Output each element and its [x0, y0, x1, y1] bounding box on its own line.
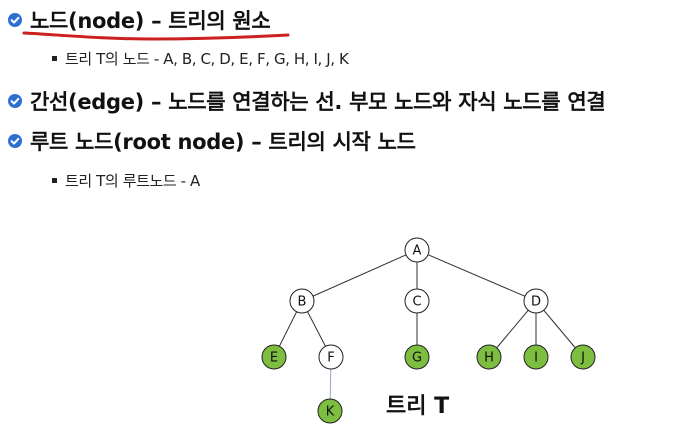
tree-edge-a-d: [416, 249, 537, 302]
check-circle-icon: [8, 134, 22, 148]
sub-bullet-root-node: 트리 T의 루트노드 - A: [52, 170, 200, 191]
red-underline-mark: [22, 31, 290, 41]
tree-node-i: I: [523, 344, 549, 370]
tree-node-label: A: [413, 244, 422, 259]
bullet-root-text: 루트 노드(root node) – 트리의 시작 노드: [30, 130, 416, 154]
tree-node-circle: [476, 344, 502, 370]
tree-node-label: H: [484, 351, 494, 366]
check-circle-icon: [8, 13, 22, 27]
tree-node-j: J: [570, 344, 596, 370]
bullet-edge-definition: 간선(edge) – 노드를 연결하는 선. 부모 노드와 자식 노드를 연결: [8, 86, 606, 116]
tree-node-h: H: [476, 344, 502, 370]
tree-node-circle: [570, 344, 596, 370]
tree-node-circle: [289, 288, 315, 314]
tree-node-g: G: [404, 344, 430, 370]
tree-node-k: K: [317, 398, 343, 424]
tree-node-label: D: [531, 295, 541, 310]
tree-node-label: B: [298, 295, 307, 310]
tree-node-e: E: [261, 344, 287, 370]
tree-node-circle: [404, 344, 430, 370]
tree-node-circle: [261, 344, 287, 370]
tree-node-f: F: [318, 344, 344, 370]
tree-node-circle: [404, 237, 430, 263]
tree-node-circle: [318, 344, 344, 370]
tree-node-circle: [523, 344, 549, 370]
bullet-node-definition: 노드(node) – 트리의 원소: [8, 5, 271, 35]
tree-node-label: I: [534, 351, 538, 366]
tree-node-b: B: [289, 288, 315, 314]
tree-node-c: C: [404, 288, 430, 314]
bullet-root-definition: 루트 노드(root node) – 트리의 시작 노드: [8, 126, 416, 156]
tree-node-label: E: [270, 351, 278, 366]
sub-bullet-nodes-text: 트리 T의 노드 - A, B, C, D, E, F, G, H, I, J,…: [65, 50, 349, 68]
square-bullet-icon: [52, 178, 57, 183]
tree-node-circle: [317, 398, 343, 424]
tree-edge-a-b: [301, 249, 418, 302]
tree-node-label: G: [412, 351, 422, 366]
tree-node-circle: [523, 288, 549, 314]
square-bullet-icon: [52, 56, 57, 61]
tree-node-label: C: [412, 295, 421, 310]
tree-node-circle: [404, 288, 430, 314]
bullet-edge-text: 간선(edge) – 노드를 연결하는 선. 부모 노드와 자식 노드를 연결: [30, 90, 606, 114]
sub-bullet-root-text: 트리 T의 루트노드 - A: [65, 172, 200, 190]
tree-node-a: A: [404, 237, 430, 263]
sub-bullet-tree-nodes: 트리 T의 노드 - A, B, C, D, E, F, G, H, I, J,…: [52, 48, 349, 69]
check-circle-icon: [8, 94, 22, 108]
tree-node-label: K: [326, 405, 335, 420]
tree-node-label: J: [580, 351, 585, 366]
tree-node-d: D: [523, 288, 549, 314]
tree-node-label: F: [327, 351, 334, 366]
bullet-node-text: 노드(node) – 트리의 원소: [30, 9, 271, 33]
tree-caption: 트리 T: [386, 394, 450, 419]
